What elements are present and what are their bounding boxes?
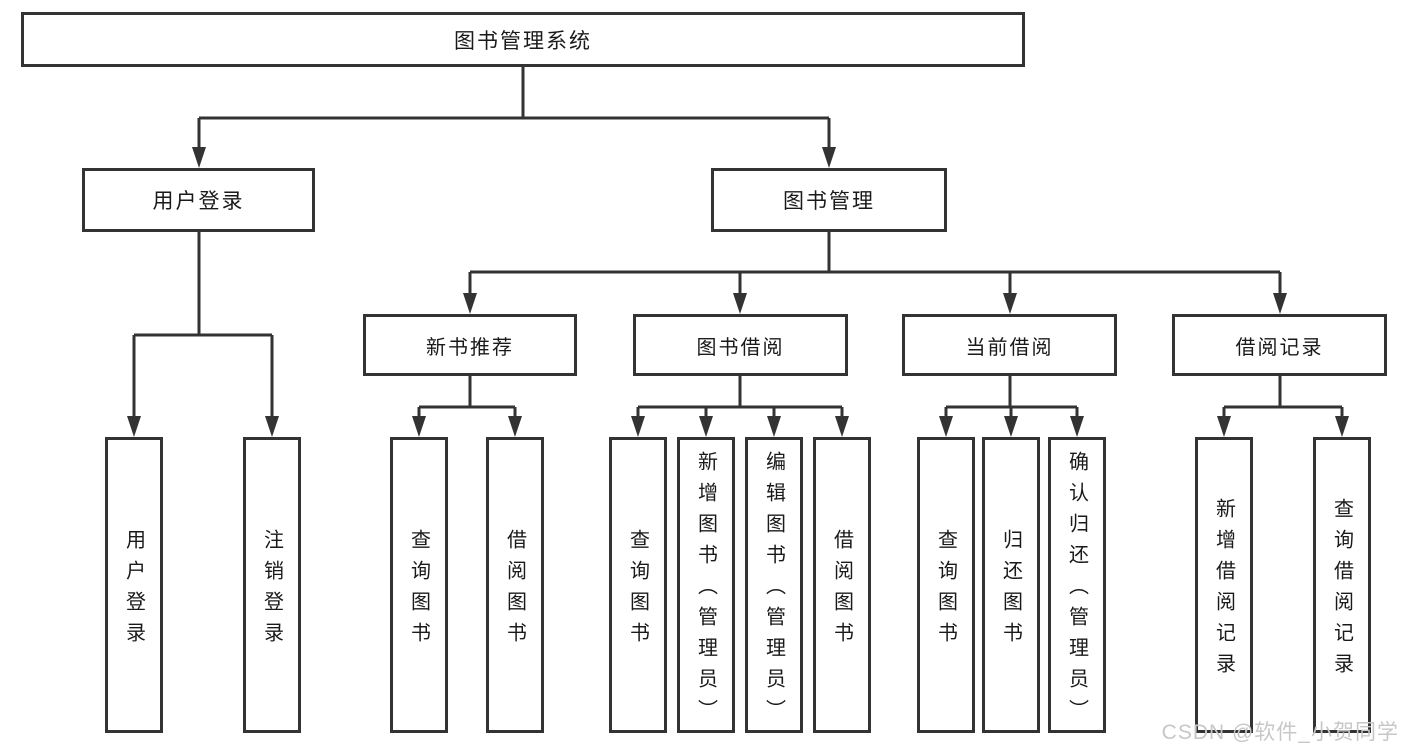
leaf-borrow-books-recommend: 借阅图书 — [486, 437, 544, 733]
node-user-login-branch: 用户登录 — [82, 168, 315, 232]
leaf-logout-login: 注销登录 — [243, 437, 301, 733]
watermark: CSDN @软件_小贺同学 — [1161, 721, 1399, 744]
leaf-query-books-borrow: 查询图书 — [609, 437, 667, 733]
leaf-user-login: 用户登录 — [105, 437, 163, 733]
node-label: 查询图书 — [407, 528, 430, 653]
node-root-system: 图书管理系统 — [21, 12, 1025, 67]
node-label: 查询借阅记录 — [1330, 497, 1353, 684]
node-label: 借阅图书 — [830, 528, 853, 653]
node-label: 查询图书 — [626, 528, 649, 653]
node-label: 当前借阅 — [965, 336, 1054, 359]
node-label: 注销登录 — [260, 528, 283, 653]
node-label: 图书管理系统 — [454, 29, 592, 53]
node-borrow-records: 借阅记录 — [1172, 314, 1387, 376]
node-label: 借阅记录 — [1235, 336, 1324, 359]
node-label: 图书借阅 — [696, 336, 785, 359]
node-label: 新增图书（管理员） — [694, 451, 717, 730]
node-label: 新书推荐 — [426, 336, 514, 359]
leaf-borrow-books: 借阅图书 — [813, 437, 871, 733]
leaf-query-books-current: 查询图书 — [917, 437, 975, 733]
arrowhead-icons — [127, 147, 1349, 437]
leaf-edit-book-admin: 编辑图书（管理员） — [745, 437, 803, 733]
node-book-borrow: 图书借阅 — [633, 314, 848, 376]
node-new-book-recommend: 新书推荐 — [363, 314, 577, 376]
node-label: 用户登录 — [122, 528, 145, 653]
node-label: 用户登录 — [152, 190, 245, 213]
node-current-borrow: 当前借阅 — [902, 314, 1117, 376]
leaf-query-books-recommend: 查询图书 — [390, 437, 448, 733]
node-label: 查询图书 — [934, 528, 957, 653]
node-label: 借阅图书 — [503, 528, 526, 653]
node-label: 归还图书 — [999, 528, 1022, 653]
leaf-add-book-admin: 新增图书（管理员） — [677, 437, 735, 733]
leaf-query-borrow-record: 查询借阅记录 — [1313, 437, 1371, 733]
node-label: 图书管理 — [783, 190, 875, 213]
node-book-management-branch: 图书管理 — [711, 168, 947, 232]
leaf-confirm-return-admin: 确认归还（管理员） — [1048, 437, 1106, 733]
node-label: 编辑图书（管理员） — [762, 451, 785, 730]
leaf-add-borrow-record: 新增借阅记录 — [1195, 437, 1253, 733]
node-label: 新增借阅记录 — [1212, 497, 1235, 684]
node-label: 确认归还（管理员） — [1065, 451, 1088, 730]
leaf-return-book: 归还图书 — [982, 437, 1040, 733]
